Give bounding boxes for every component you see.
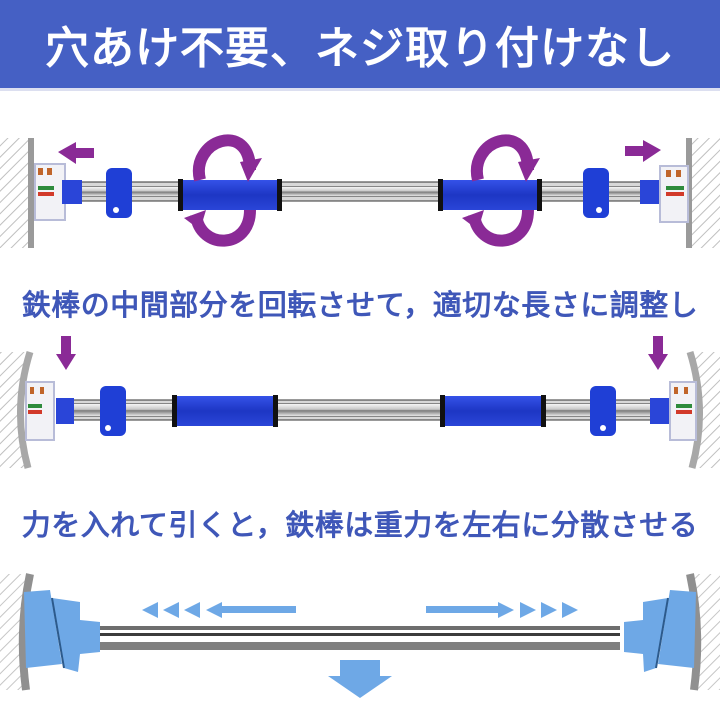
right-end-cap <box>650 381 697 441</box>
right-wall <box>686 138 720 248</box>
arrow-down-left-icon <box>56 336 76 370</box>
chevron-arrow-right-icon <box>426 602 578 618</box>
left-end-cap <box>24 590 100 672</box>
divider <box>0 88 720 91</box>
left-end-cap <box>34 163 82 221</box>
left-collar <box>100 386 126 436</box>
arrow-right-icon <box>625 140 661 162</box>
step-fix-illustration <box>0 330 720 490</box>
header-banner: 穴あけ不要、ネジ取り付けなし <box>0 0 720 88</box>
right-end-cap <box>640 165 689 223</box>
right-grip <box>438 179 542 211</box>
arrow-left-icon <box>58 142 94 164</box>
arrow-down-center-icon <box>328 660 392 698</box>
left-end-cap <box>25 381 74 441</box>
step-distribute-illustration <box>0 560 720 714</box>
left-grip <box>172 395 278 427</box>
arrow-down-right-icon <box>648 336 668 370</box>
step-rotate-caption: 鉄棒の中間部分を回転させて，適切な長さに調整し <box>21 288 699 322</box>
right-collar <box>583 168 609 218</box>
right-end-cap <box>624 590 696 672</box>
right-grip <box>440 395 546 427</box>
left-wall <box>0 573 34 691</box>
right-wall <box>686 350 720 469</box>
left-wall <box>0 350 34 469</box>
step-fix-caption: 力を入れて引くと，鉄棒は重力を左右に分散させる <box>21 508 699 542</box>
right-wall <box>686 573 720 691</box>
left-wall <box>0 138 34 248</box>
step-rotate-illustration <box>0 100 720 270</box>
page-title: 穴あけ不要、ネジ取り付けなし <box>45 23 675 74</box>
left-collar <box>106 168 132 218</box>
left-grip <box>178 179 282 211</box>
right-collar <box>590 386 616 436</box>
chevron-arrow-left-icon <box>142 602 296 618</box>
